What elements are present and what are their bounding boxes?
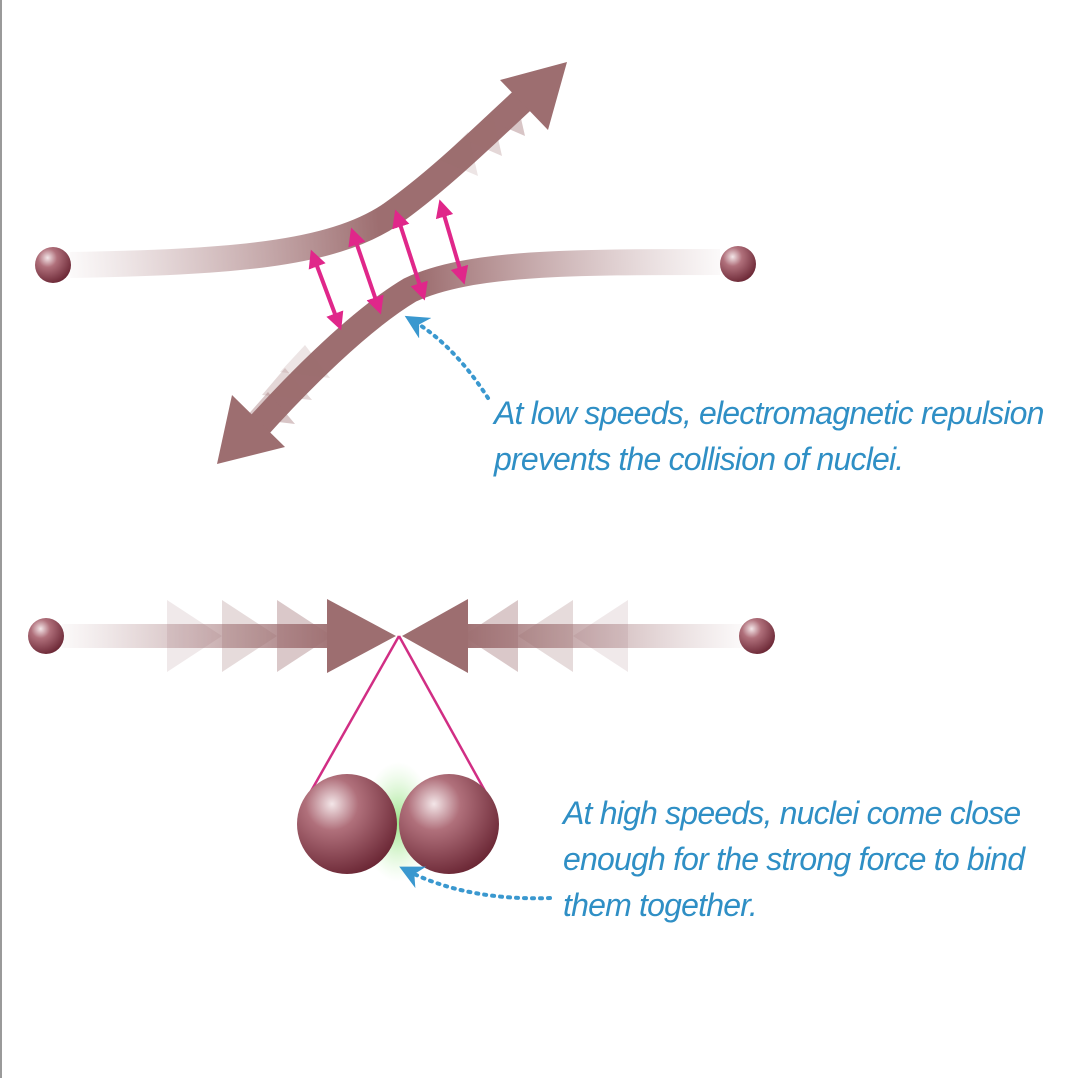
deflected-path-upper (69, 88, 534, 278)
repulsion-arrows (308, 199, 469, 331)
arrowhead-left (327, 599, 396, 673)
callout-pointer-high (399, 866, 552, 901)
low-speed-scene (35, 62, 756, 464)
nucleus-right-top (720, 246, 756, 282)
motion-trail-upper (440, 92, 525, 176)
nucleus-left-bottom (28, 618, 64, 654)
low-speed-caption-line-2: prevents the collision of nuclei. (494, 441, 904, 477)
nucleus-left-top (35, 247, 71, 283)
motion-trail-left (167, 600, 332, 672)
approach-path-left (62, 624, 342, 648)
page-left-border (0, 0, 2, 1078)
low-speed-caption-line-1: At low speeds, electromagnetic repulsion (494, 395, 1044, 431)
high-speed-caption-line-2: enough for the strong force to bind (563, 841, 1025, 877)
high-speed-caption: At high speeds, nuclei come close enough… (563, 790, 1083, 928)
arrowhead-lower (217, 395, 285, 464)
high-speed-caption-line-1: At high speeds, nuclei come close (563, 795, 1021, 831)
arrowhead-right (402, 599, 468, 673)
nucleus-right-bottom (739, 618, 775, 654)
callout-pointer-low (404, 315, 490, 400)
high-speed-caption-line-3: them together. (563, 887, 758, 923)
low-speed-caption: At low speeds, electromagnetic repulsion… (494, 390, 1084, 482)
motion-trail-right (463, 600, 628, 672)
motion-trail-lower (245, 345, 330, 424)
zoom-lines (304, 635, 492, 801)
high-speed-scene (28, 599, 775, 901)
fused-nucleus-right (399, 774, 499, 874)
approach-path-right (460, 624, 742, 648)
fused-nucleus-left (297, 774, 397, 874)
arrowhead-upper (500, 62, 567, 130)
